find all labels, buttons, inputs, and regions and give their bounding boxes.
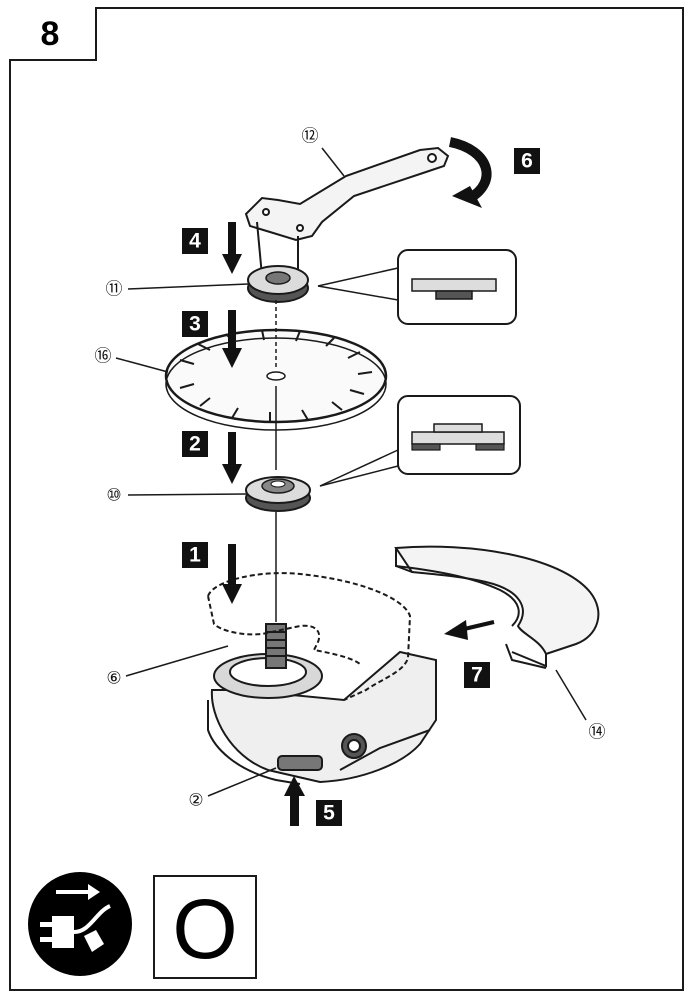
figure-number: 8 <box>41 15 60 53</box>
grinder-body <box>207 650 437 785</box>
callout-16: ⑯ <box>95 347 112 366</box>
step-box-3: 3 <box>182 311 208 337</box>
push-arrows <box>222 222 305 826</box>
svg-text:6: 6 <box>521 150 533 173</box>
wheel-guard <box>394 545 600 669</box>
svg-text:7: 7 <box>471 664 483 687</box>
svg-text:1: 1 <box>189 544 201 567</box>
diamond-blade <box>164 328 388 431</box>
callout-2: ② <box>188 791 203 810</box>
mode-indicator-label: O <box>172 882 237 976</box>
svg-text:3: 3 <box>189 313 201 336</box>
step-box-5: 5 <box>316 800 342 826</box>
step-box-6: 6 <box>514 148 540 174</box>
unplug-power-icon <box>28 872 132 976</box>
callout-10: ⑩ <box>106 486 121 505</box>
guard-position-outline <box>207 572 412 701</box>
lock-nut <box>247 265 309 303</box>
callout-12: ⑫ <box>302 127 319 146</box>
callout-11: ⑪ <box>106 280 123 299</box>
svg-text:4: 4 <box>189 230 201 253</box>
rotation-arrow <box>448 137 492 203</box>
callout-6: ⑥ <box>106 669 121 688</box>
step-box-4: 4 <box>182 228 208 254</box>
figure-frame <box>9 7 684 991</box>
svg-text:5: 5 <box>323 802 335 825</box>
svg-text:2: 2 <box>189 433 201 456</box>
mode-indicator-box <box>153 875 257 979</box>
step-box-1: 1 <box>182 542 208 568</box>
spanner-wrench <box>244 146 450 242</box>
callout-14: ⑭ <box>589 723 606 742</box>
wheel-flange <box>245 476 311 512</box>
step-box-2: 2 <box>182 431 208 457</box>
step-box-7: 7 <box>464 662 490 688</box>
